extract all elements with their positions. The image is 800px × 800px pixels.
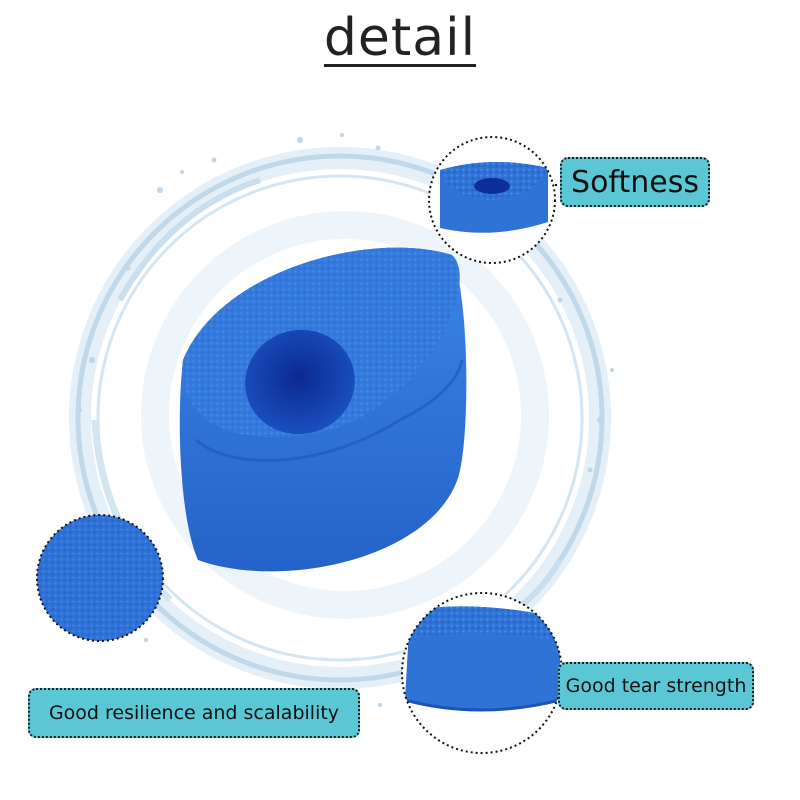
softness-inset bbox=[428, 136, 562, 264]
tear-strength-label: Good tear strength bbox=[558, 662, 754, 710]
texture-inset bbox=[36, 514, 164, 642]
tear-strength-inset bbox=[401, 592, 563, 754]
foam-filter-main bbox=[179, 247, 467, 572]
resilience-label: Good resilience and scalability bbox=[28, 688, 360, 738]
page-title: detail bbox=[0, 8, 800, 68]
softness-label: Softness bbox=[560, 157, 710, 207]
title-text: detail bbox=[323, 8, 477, 68]
